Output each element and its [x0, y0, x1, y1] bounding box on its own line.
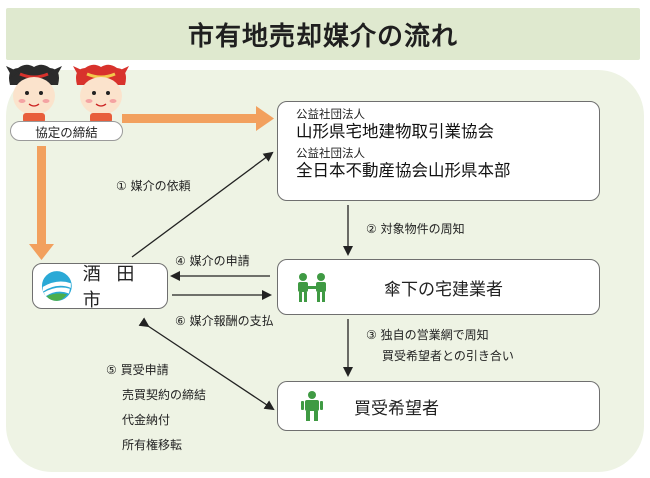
step-2-label: ② 対象物件の周知: [366, 222, 465, 236]
arrow-purchase: [138, 317, 275, 411]
agents-box: 傘下の宅建業者: [277, 259, 600, 315]
buyer-box: 買受希望者: [277, 381, 600, 431]
shishi-mascot-icon: [6, 64, 129, 123]
two-persons-icon: [298, 273, 326, 302]
association-type-2: 公益社団法人: [296, 146, 365, 160]
association-name-2: 全日本不動産協会山形県本部: [296, 161, 511, 180]
step-1-label: ① 媒介の依頼: [116, 179, 191, 193]
agents-label: 傘下の宅建業者: [384, 279, 503, 300]
step-5-label: ⑤ 買受申請: [106, 363, 169, 377]
step-3-label: ③ 独自の営業網で周知: [366, 328, 489, 342]
association-type-1: 公益社団法人: [296, 107, 365, 121]
agreement-arrow-down: [29, 146, 54, 260]
step-5-item: 売買契約の締結: [122, 388, 207, 402]
arrow-request: [131, 151, 274, 258]
step-3-sub-label: 買受希望者との引き合い: [382, 349, 514, 363]
person-icon: [301, 391, 323, 421]
sakata-city-logo-icon: [41, 271, 72, 301]
page-title: 市有地売却媒介の流れ: [187, 21, 458, 52]
step-6-label: ⑥ 媒介報酬の支払: [175, 314, 274, 328]
step-5-item: 代金納付: [122, 413, 171, 427]
agreement-arrow-right: [122, 106, 274, 131]
step-5-item: 所有権移転: [122, 438, 183, 452]
sakata-city-box: 酒 田 市: [32, 263, 168, 311]
buyer-label: 買受希望者: [354, 398, 439, 419]
step-4-label: ④ 媒介の申請: [175, 254, 250, 268]
association-box: 公益社団法人 山形県宅地建物取引業協会 公益社団法人 全日本不動産協会山形県本部: [277, 101, 600, 201]
agreement-label: 協定の締結: [10, 121, 123, 141]
title-bar: 市有地売却媒介の流れ: [6, 8, 640, 60]
sakata-city-label: 酒 田 市: [82, 264, 140, 311]
association-name-1: 山形県宅地建物取引業協会: [296, 122, 494, 141]
